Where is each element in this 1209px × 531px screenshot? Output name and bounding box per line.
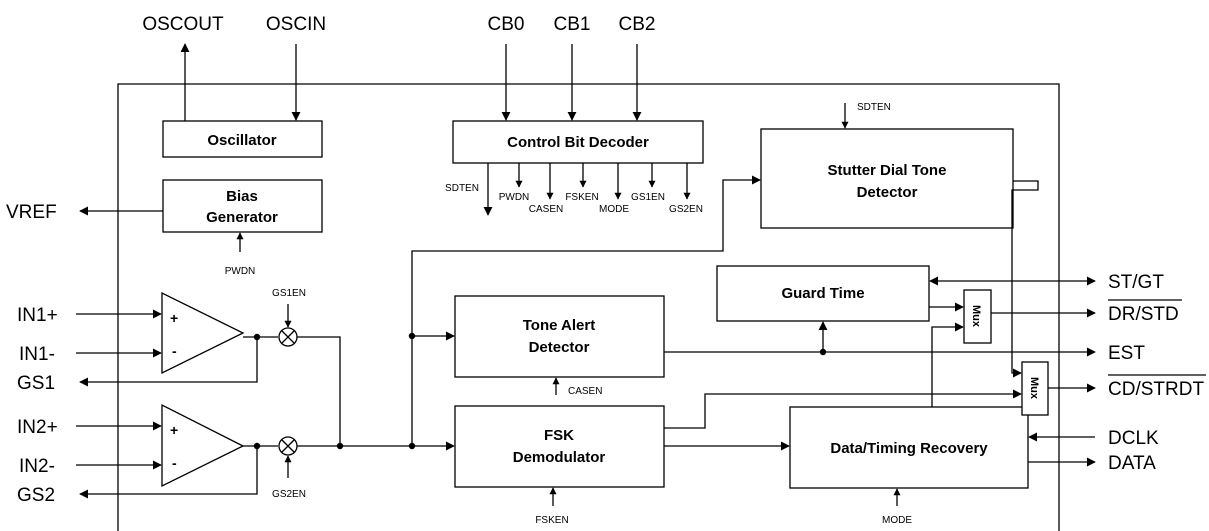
fsk-fsken-label: FSKEN <box>535 515 568 526</box>
gs1en-label: GS1EN <box>272 288 306 299</box>
stutter-dial-tone-detector-block <box>760 128 1014 229</box>
dtr-mode-label: MODE <box>882 515 912 526</box>
data-timing-recovery-block <box>789 406 1029 489</box>
pin-oscin-label: OSCIN <box>266 14 326 35</box>
fsk-demodulator-block <box>454 405 665 488</box>
cbd-pwdn-label: PWDN <box>499 192 530 203</box>
cbd-fsken-label: FSKEN <box>565 192 598 203</box>
pin-est-label: EST <box>1108 343 1145 364</box>
pin-in2p-label: IN2+ <box>17 417 58 438</box>
dtr-to-mux-wire <box>931 322 964 407</box>
pin-in2m-label: IN2- <box>19 456 55 477</box>
oscillator-label: Oscillator <box>207 132 276 149</box>
guard-time-block <box>716 265 930 322</box>
pin-strdt-text: STRDT <box>1141 379 1205 400</box>
fsk-label-line1: FSK <box>544 427 574 444</box>
amp2-triangle <box>161 403 245 488</box>
pin-gs2-label: GS2 <box>17 485 55 506</box>
pin-dclk-label: DCLK <box>1108 428 1159 449</box>
junction-gs-sum <box>336 442 344 450</box>
tone-casen-label: CASEN <box>568 386 602 397</box>
bias-label-line2: Generator <box>206 209 278 226</box>
oscillator-block <box>162 120 323 158</box>
gs1-multiplier-x2 <box>281 330 295 344</box>
mux-upper-label: Mux <box>970 305 982 328</box>
pin-cd-strdt-label: CD/STRDT <box>1108 379 1204 400</box>
cbd-sdten-label: SDTEN <box>445 183 479 194</box>
gs1-feedback-wire <box>79 337 258 387</box>
stutter-label-line2: Detector <box>857 184 918 201</box>
pin-in1m-label: IN1- <box>19 344 55 365</box>
pin-cd-strdt-slash: / <box>1135 379 1141 400</box>
cbd-mode-label: MODE <box>599 204 629 215</box>
gs1-out-wire <box>297 336 341 446</box>
pin-vref-label: VREF <box>6 202 57 223</box>
cbd-casen-label: CASEN <box>529 204 563 215</box>
stutter-sdten-label: SDTEN <box>857 102 891 113</box>
gs2-feedback-wire <box>79 446 258 499</box>
amp1-output-node <box>253 333 261 341</box>
pin-oscout-label: OSCOUT <box>142 14 224 35</box>
amp2-output-node <box>253 442 261 450</box>
bus-to-stutter-wire <box>411 175 761 446</box>
fsk-to-mux-wire <box>664 389 1022 429</box>
pin-dr-std-slash: / <box>1135 304 1141 325</box>
pin-dr-text: DR <box>1108 304 1135 325</box>
guard-time-label: Guard Time <box>781 285 864 302</box>
amp1-minus: - <box>172 343 177 359</box>
amp1-plus: + <box>170 310 178 326</box>
tone-alert-label-line2: Detector <box>529 339 590 356</box>
pin-cb1-label: CB1 <box>554 14 591 35</box>
fsk-label-line2: Demodulator <box>513 449 606 466</box>
pin-stgt-label: ST/GT <box>1108 272 1164 293</box>
mux-lower-block <box>1021 361 1049 416</box>
mux-upper-block <box>963 289 992 344</box>
bias-label-line1: Bias <box>226 188 258 205</box>
gs2en-label: GS2EN <box>272 489 306 500</box>
tone-alert-detector-block <box>454 295 665 378</box>
tone-alert-label-line1: Tone Alert <box>523 317 596 334</box>
bias-pwdn-label: PWDN <box>225 266 256 277</box>
mux-lower-label: Mux <box>1028 377 1040 400</box>
cbd-gs1en-label: GS1EN <box>631 192 665 203</box>
amp2-plus: + <box>170 422 178 438</box>
chip-outline <box>117 83 1060 531</box>
control-bit-decoder-block <box>452 120 704 164</box>
amp1-triangle <box>161 291 245 375</box>
pin-dr-std-label: DR/STD <box>1108 304 1179 325</box>
pin-cb2-label: CB2 <box>619 14 656 35</box>
stutter-to-mux-wire <box>1011 180 1039 378</box>
pin-data-label: DATA <box>1108 453 1156 474</box>
control-bit-decoder-label: Control Bit Decoder <box>507 134 649 151</box>
cbd-gs2en-label: GS2EN <box>669 204 703 215</box>
pin-cd-text: CD <box>1108 379 1135 400</box>
pin-std-text: STD <box>1141 304 1179 325</box>
gs2-multiplier-x2 <box>281 439 295 453</box>
bias-generator-block <box>162 179 323 233</box>
data-timing-label: Data/Timing Recovery <box>830 440 988 457</box>
pin-in1p-label: IN1+ <box>17 305 58 326</box>
stutter-label-line1: Stutter Dial Tone <box>828 162 947 179</box>
pin-gs1-label: GS1 <box>17 373 55 394</box>
amp2-minus: - <box>172 455 177 471</box>
pin-cb0-label: CB0 <box>488 14 525 35</box>
